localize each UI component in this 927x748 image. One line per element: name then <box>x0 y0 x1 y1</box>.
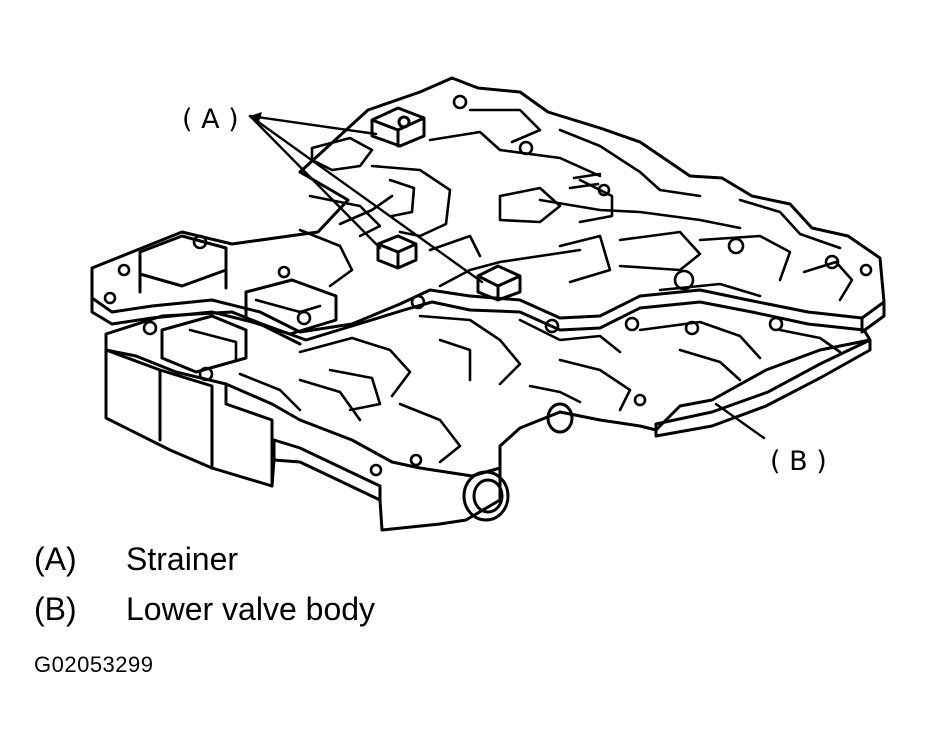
strainer-right <box>476 264 522 302</box>
lower-left-block-1 <box>160 314 248 374</box>
leader-arrowheads <box>250 112 262 122</box>
figure-code: G02053299 <box>34 652 154 677</box>
bolt-holes <box>103 94 873 477</box>
lower-body-front-face <box>104 348 502 532</box>
leader-b <box>714 402 766 440</box>
lower-body-channels <box>188 298 842 464</box>
leader-lines <box>248 114 766 440</box>
strainer-upper-port <box>397 115 411 129</box>
lower-left-block-2 <box>244 278 338 336</box>
legend-text-lower-valve-body: Lower valve body <box>126 591 376 627</box>
lower-body-top-outline <box>104 300 872 478</box>
strainer-middle <box>376 234 418 270</box>
upper-plate-outline <box>90 76 886 334</box>
leader-a-right <box>248 114 484 284</box>
callout-a-label: ( A ) <box>182 104 239 135</box>
lower-body-block-left <box>104 348 274 488</box>
front-port-small <box>546 402 574 434</box>
upper-plate-channels <box>298 108 854 302</box>
lower-body-right-face <box>654 338 872 438</box>
strainer-upper <box>370 106 426 148</box>
leader-a-middle <box>248 114 382 250</box>
callout-b-label: ( B ) <box>770 446 827 477</box>
front-port-large-inner <box>472 478 504 514</box>
legend-key-b: (B) <box>34 591 77 627</box>
lower-body-notch <box>272 438 382 502</box>
front-port-large <box>462 470 510 522</box>
legend-text-strainer: Strainer <box>126 541 239 577</box>
leader-a-upper <box>248 114 378 136</box>
upper-left-block <box>138 234 228 294</box>
legend-key-a: (A) <box>34 541 77 577</box>
